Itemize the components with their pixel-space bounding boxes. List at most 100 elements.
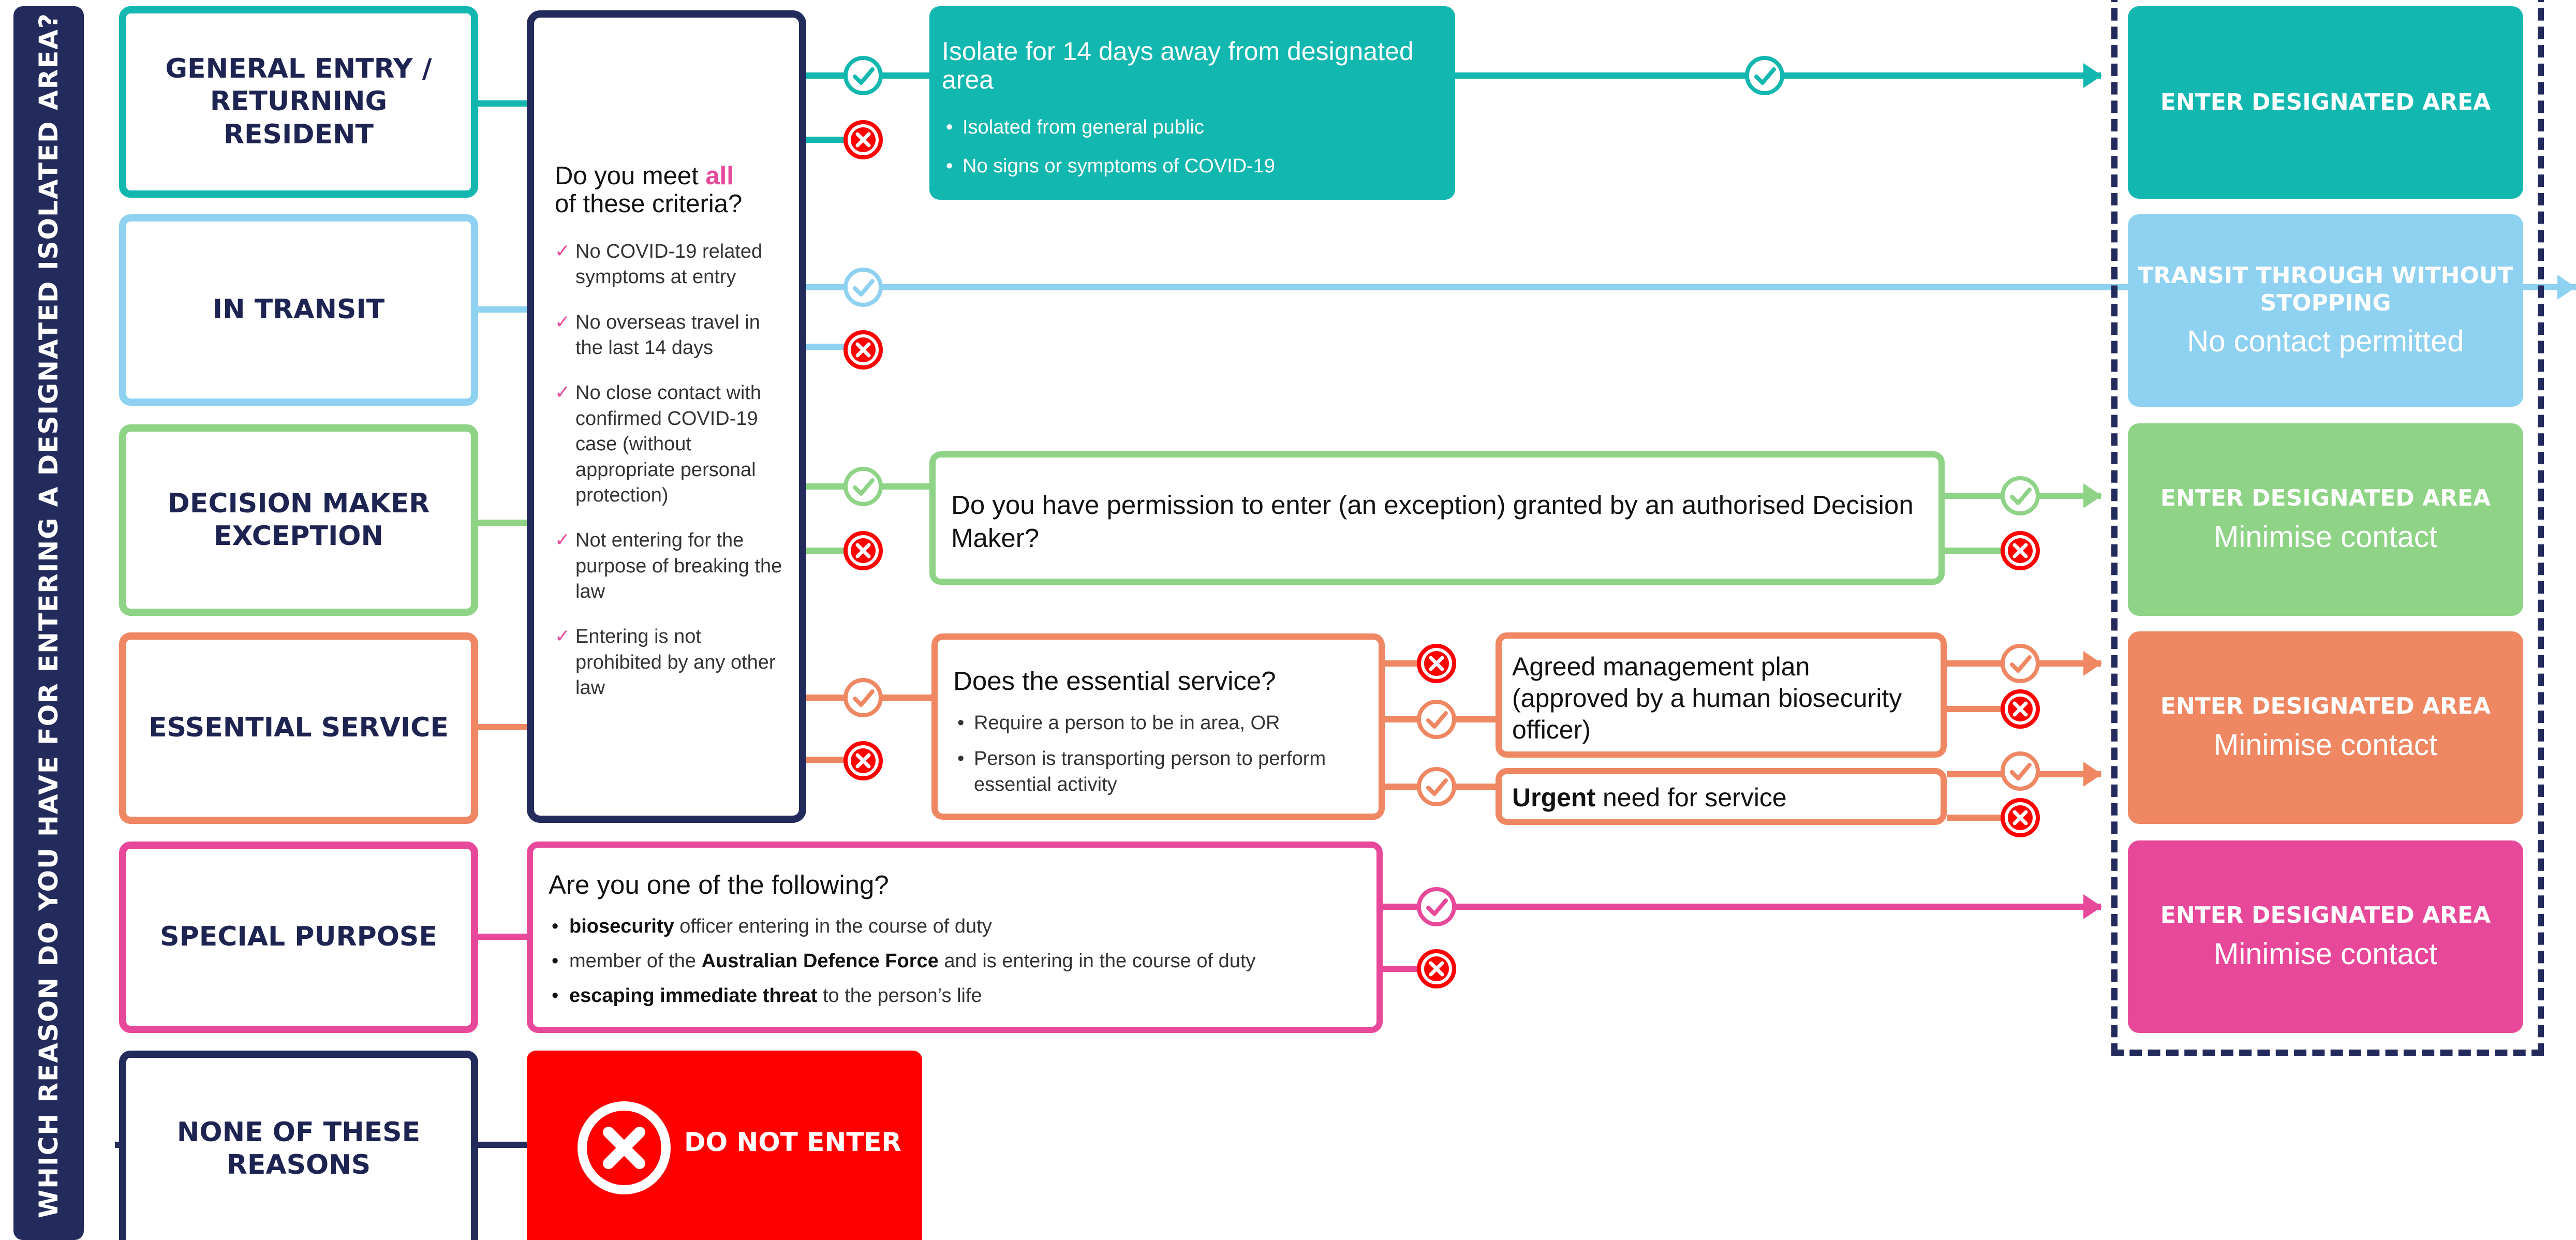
decision-maker-question-box: Do you have permission to enter (an exce… [929,451,1945,585]
isolate-bullet: No signs or symptoms of COVID-19 [942,154,1443,180]
special-purpose-item-bold: Australian Defence Force [701,950,939,972]
special-purpose-item-text: officer entering in the course of duty [674,916,992,937]
cross-circle-icon [843,120,883,159]
check-mark-icon: ✓ [555,311,571,332]
cross-circle-icon [2001,531,2040,570]
special-purpose-question-box: Are you one of the following? biosecurit… [527,842,1383,1033]
side-title: WHICH REASON DO YOU HAVE FOR ENTERING A … [34,12,64,1218]
reason-none-of-these: NONE OF THESE REASONS [119,1051,478,1240]
reason-decision-maker-exception: DECISION MAKER EXCEPTION [119,424,478,616]
outcome-heading: ENTER DESIGNATED AREA [2160,485,2491,512]
check-circle-icon [2001,644,2040,683]
check-circle-icon [1417,887,1456,926]
management-plan-box: Agreed management plan (approved by a hu… [1496,632,1947,758]
reason-in-transit: IN TRANSIT [119,214,478,406]
check-circle-icon [1417,700,1456,739]
arrow-head-icon [2083,894,2102,919]
outcome-heading: ENTER DESIGNATED AREA [2160,88,2491,115]
criteria-item: ✓Not entering for the purpose of breakin… [555,528,783,604]
criteria-box: Do you meet all of these criteria? ✓No C… [527,10,806,823]
arrow-head-icon [2557,275,2576,300]
special-purpose-item-text: and is entering in the course of duty [938,950,1256,972]
outcome-subtext: No contact permitted [2187,324,2464,359]
cross-circle-icon [2001,689,2040,729]
criteria-item-text: No overseas travel in the last 14 days [575,311,760,359]
urgent-need-box: Urgent need for service [1496,768,1947,825]
check-mark-icon: ✓ [555,381,571,403]
check-circle-icon [1745,56,1784,95]
urgent-bold: Urgent [1512,783,1596,812]
criteria-question: Do you meet all of these criteria? [555,162,783,218]
arrow-head-icon [2083,762,2102,787]
check-circle-icon [1417,767,1456,806]
outcome-subtext: Minimise contact [2214,520,2437,554]
special-purpose-item-bold: biosecurity [569,916,674,937]
essential-service-bullet: Require a person to be in area, OR [953,711,1363,736]
criteria-item: ✓No overseas travel in the last 14 days [555,310,783,361]
criteria-item-text: No COVID-19 related symptoms at entry [575,240,763,288]
criteria-question-highlight: all [705,162,734,190]
arrow-head-icon [2083,651,2102,676]
check-mark-icon: ✓ [555,240,571,261]
urgent-rest: need for service [1595,783,1787,812]
criteria-question-pre: Do you meet [555,162,706,190]
check-circle-icon [2001,751,2040,791]
special-purpose-item: escaping immediate threat to the person’… [549,985,1361,1007]
outcome-heading: TRANSIT THROUGH WITHOUT STOPPING [2138,262,2513,316]
arrow-head-icon [2083,483,2102,508]
isolate-title: Isolate for 14 days away from designated… [942,37,1414,94]
cross-icon [587,1111,661,1185]
essential-service-question-box: Does the essential service? Require a pe… [931,633,1385,820]
special-purpose-question: Are you one of the following? [549,870,889,899]
reason-essential-service: ESSENTIAL SERVICE [119,632,478,824]
essential-service-question: Does the essential service? [953,666,1276,696]
cross-circle-icon [1417,949,1456,988]
reason-general-entry: GENERAL ENTRY / RETURNING RESIDENT [119,6,478,198]
criteria-item-text: No close contact with confirmed COVID-19… [575,382,762,506]
criteria-item: ✓No COVID-19 related symptoms at entry [555,239,783,290]
criteria-item-text: Entering is not prohibited by any other … [575,626,776,699]
outcome-heading: ENTER DESIGNATED AREA [2160,902,2491,929]
cross-circle-icon [578,1101,671,1194]
check-mark-icon: ✓ [555,625,571,647]
cross-circle-icon [2001,798,2040,837]
isolate-bullets: Isolated from general public No signs or… [942,115,1443,180]
do-not-enter-box: DO NOT ENTER [527,1051,922,1240]
outcome-subtext: Minimise contact [2214,728,2437,762]
cross-circle-icon [843,741,883,780]
essential-service-bullet: Person is transporting person to perform… [953,746,1363,798]
check-circle-icon [843,56,883,95]
outcome-enter-area-general: ENTER DESIGNATED AREA [2128,6,2523,199]
outcome-enter-area-decision-maker: ENTER DESIGNATED AREA Minimise contact [2128,423,2523,616]
check-circle-icon [843,678,883,717]
check-mark-icon: ✓ [555,529,571,551]
criteria-item-text: Not entering for the purpose of breaking… [575,529,782,603]
arrow-head-icon [2083,63,2102,88]
decision-maker-question: Do you have permission to enter (an exce… [951,490,1914,553]
special-purpose-item: biosecurity officer entering in the cour… [549,916,1361,938]
check-circle-icon [843,268,883,307]
criteria-item: ✓Entering is not prohibited by any other… [555,624,783,701]
side-title-bar: WHICH REASON DO YOU HAVE FOR ENTERING A … [13,6,84,1240]
special-purpose-item-bold: escaping immediate threat [569,985,818,1007]
outcome-heading: ENTER DESIGNATED AREA [2160,693,2491,720]
reason-special-purpose: SPECIAL PURPOSE [119,842,478,1033]
cross-circle-icon [1417,644,1456,683]
criteria-question-post: of these criteria? [555,189,743,218]
do-not-enter-label: DO NOT ENTER [684,1127,902,1157]
isolate-bullet: Isolated from general public [942,115,1443,141]
essential-service-bullets: Require a person to be in area, OR Perso… [953,711,1363,798]
outcome-enter-area-special: ENTER DESIGNATED AREA Minimise contact [2128,840,2523,1033]
isolate-box: Isolate for 14 days away from designated… [929,6,1455,200]
outcome-transit-through: TRANSIT THROUGH WITHOUT STOPPING No cont… [2128,214,2523,407]
outcome-subtext: Minimise contact [2214,937,2437,971]
special-purpose-item-text: to the person’s life [817,985,982,1007]
designated-area-boundary [2111,0,2544,1056]
cross-circle-icon [843,330,883,370]
criteria-item: ✓No close contact with confirmed COVID-1… [555,380,783,508]
cross-circle-icon [843,531,883,570]
management-plan-text: Agreed management plan (approved by a hu… [1512,652,1902,744]
check-circle-icon [843,467,883,506]
special-purpose-item-text: member of the [569,950,702,972]
